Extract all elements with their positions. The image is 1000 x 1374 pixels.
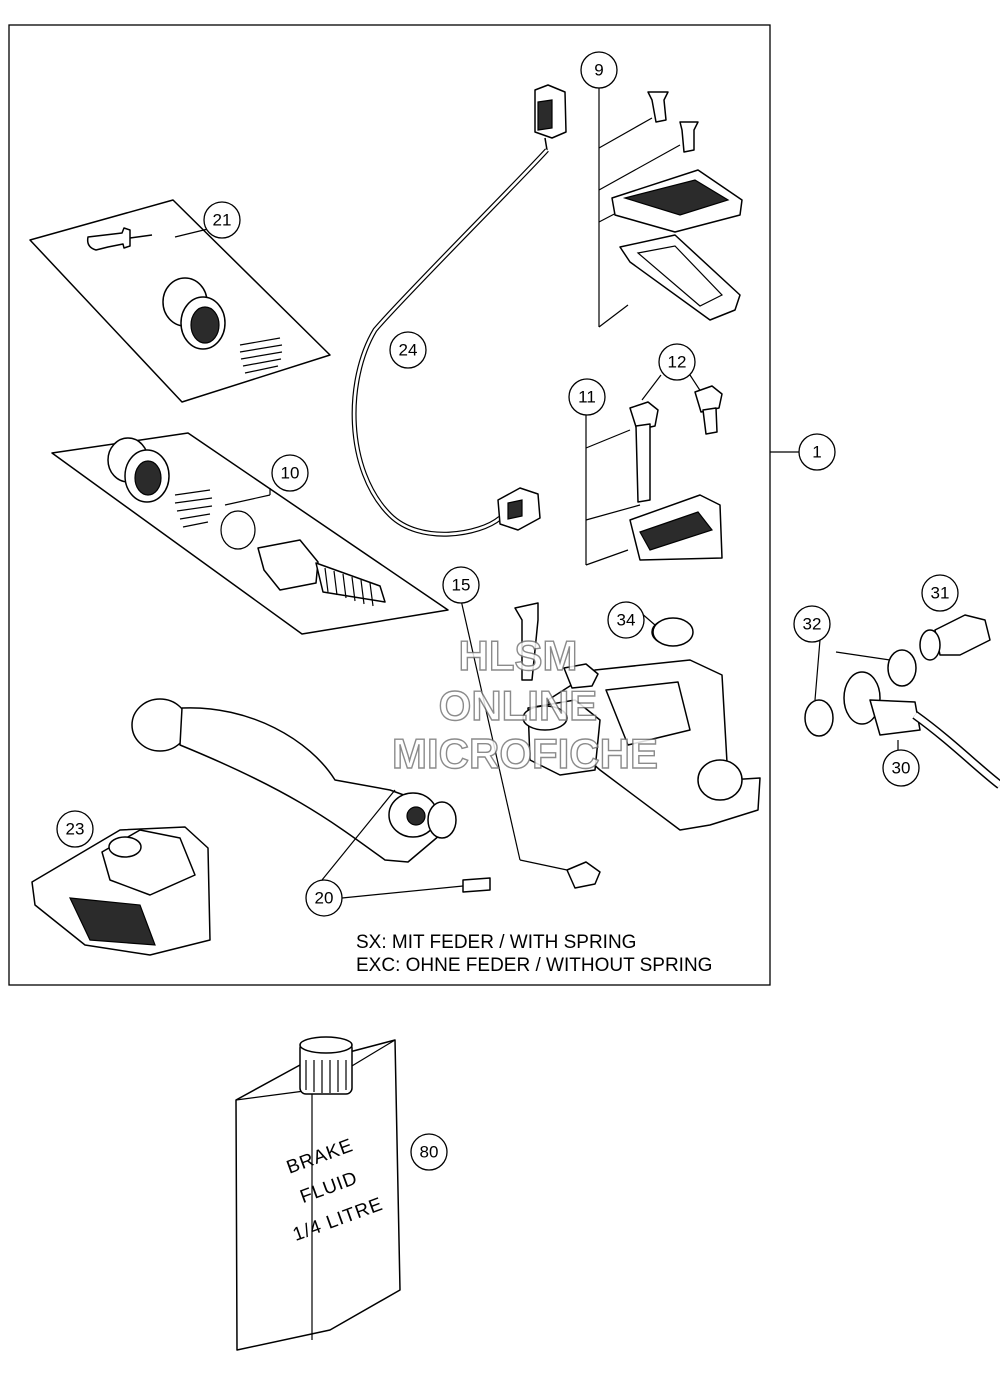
callout-10-label: 10	[281, 464, 300, 483]
callout-24: 24	[389, 331, 427, 369]
callout-30-label: 30	[892, 759, 911, 778]
cap-34	[652, 617, 694, 647]
callout-80-label: 80	[420, 1143, 439, 1162]
callout-1: 1	[798, 433, 836, 471]
callout-21-label: 21	[213, 211, 232, 230]
callout-9: 9	[580, 51, 618, 89]
callouts: 1 9 10 11 12 15 20 21 23 24 30 31 32 34 …	[56, 51, 959, 1171]
hose-parts-30-31-32	[804, 614, 1000, 789]
lever-guard-23	[31, 826, 211, 956]
callout-20: 20	[305, 879, 343, 917]
callout-11: 11	[568, 378, 606, 416]
callout-15-label: 15	[452, 576, 471, 595]
brake-fluid-container-80: BRAKE FLUID 1/4 LITRE	[235, 1036, 401, 1351]
note-sx: SX: MIT FEDER / WITH SPRING	[356, 932, 636, 953]
watermark-line1: HLSM	[459, 632, 578, 679]
callout-31: 31	[921, 574, 959, 612]
callout-9-label: 9	[594, 61, 603, 80]
callout-23: 23	[56, 810, 94, 848]
callout-11-label: 11	[578, 388, 596, 407]
callout-12-label: 12	[668, 353, 687, 372]
leader-lines	[321, 451, 799, 899]
callout-80: 80	[410, 1133, 448, 1171]
callout-10: 10	[271, 454, 309, 492]
clamp-screws-11-12	[585, 374, 723, 566]
switch-cable-24	[351, 84, 567, 537]
reservoir-cover-group-9	[598, 85, 743, 328]
callout-34-label: 34	[617, 611, 636, 630]
callout-32: 32	[793, 605, 831, 643]
callout-21: 21	[203, 201, 241, 239]
note-exc: EXC: OHNE FEDER / WITHOUT SPRING	[356, 955, 712, 976]
brake-lever-20	[131, 698, 491, 893]
callout-20-label: 20	[315, 889, 334, 908]
callout-15: 15	[442, 566, 480, 604]
kit-10-drawing	[51, 432, 449, 635]
kit-21-drawing	[29, 199, 331, 403]
callout-34: 34	[607, 601, 645, 639]
callout-23-label: 23	[66, 820, 85, 839]
callout-12: 12	[658, 343, 696, 381]
callout-1-label: 1	[812, 443, 821, 462]
watermark: HLSM ONLINE MICROFICHE	[391, 631, 658, 777]
watermark-line2: ONLINE	[439, 682, 598, 729]
callout-30: 30	[882, 749, 920, 787]
watermark-line3: MICROFICHE	[392, 730, 658, 777]
callout-31-label: 31	[931, 584, 950, 603]
assembly-frame	[8, 24, 771, 986]
callout-32-label: 32	[803, 615, 822, 634]
callout-24-label: 24	[399, 341, 418, 360]
